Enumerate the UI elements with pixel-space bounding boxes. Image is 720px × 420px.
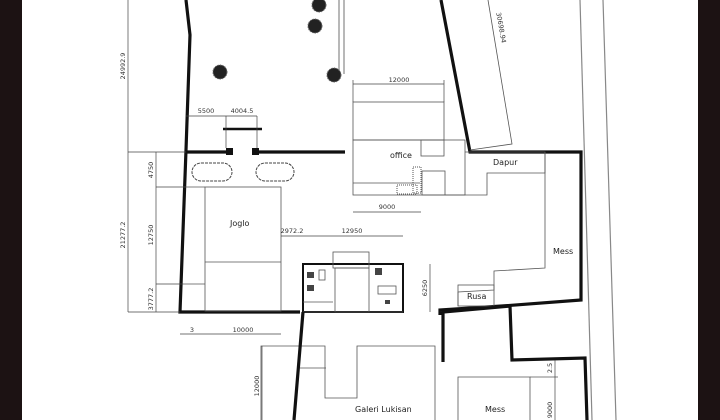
toilet-block (302, 251, 404, 313)
rusa-building (457, 284, 495, 307)
dim-gate-left: 5500 (198, 107, 215, 115)
dim-galeri-height: 12000 (253, 376, 261, 397)
dim-toilet-height: 6250 (421, 280, 429, 297)
gate-post-left (226, 148, 233, 155)
dim-mess-height: 9000 (546, 402, 554, 419)
mess-building-2 (457, 376, 531, 420)
diagonal-boundary (469, 0, 513, 151)
room-label-office: office (390, 151, 412, 160)
dim-joglo-gap: 2972.2 (281, 227, 304, 235)
tree-icon (212, 0, 342, 83)
dimension-lines (127, 0, 556, 420)
dim-joglo-top-strip: 4750 (147, 162, 155, 179)
room-label-mess-1: Mess (553, 247, 573, 256)
dim-joglo-width: 10000 (233, 326, 254, 334)
shrub-icon (191, 162, 295, 182)
galeri-building (260, 345, 436, 420)
property-line-outer (602, 0, 617, 420)
joglo-building (183, 186, 282, 312)
dim-diagonal-right: 30698.94 (494, 12, 507, 44)
room-label-galeri: Galeri Lukisan (355, 405, 412, 414)
dim-joglo-height: 12750 (147, 225, 155, 246)
room-label-joglo: Joglo (229, 219, 250, 228)
floor-plan-sheet: office Dapur Mess Rusa Joglo (22, 0, 698, 420)
dapur-building (445, 151, 546, 196)
property-line-inner (579, 0, 593, 420)
room-label-rusa: Rusa (467, 292, 486, 301)
dim-mess-gap: 2.5 (546, 363, 554, 373)
lower-right-wall (441, 304, 589, 420)
room-label-mess-2: Mess (485, 405, 505, 414)
room-label-dapur: Dapur (493, 158, 518, 167)
dim-toilet-width: 12950 (342, 227, 363, 235)
floor-plan: office Dapur Mess Rusa Joglo (119, 0, 617, 420)
dim-office-top: 12000 (389, 76, 410, 84)
perimeter-wall-left (178, 0, 300, 314)
office-building (352, 101, 466, 196)
dim-left-mid: 21277.2 (119, 222, 127, 249)
dim-gate-width: 4004.5 (231, 107, 254, 115)
dim-bottom-small: 3 (190, 326, 194, 334)
dim-joglo-bottom-strip: 3777.2 (147, 288, 155, 311)
gate-post-right (252, 148, 259, 155)
dim-left-top: 24992.9 (119, 53, 127, 80)
perimeter-wall-lower (292, 311, 305, 420)
mess-building-1 (457, 152, 546, 306)
dim-office-bottom: 9000 (379, 203, 396, 211)
